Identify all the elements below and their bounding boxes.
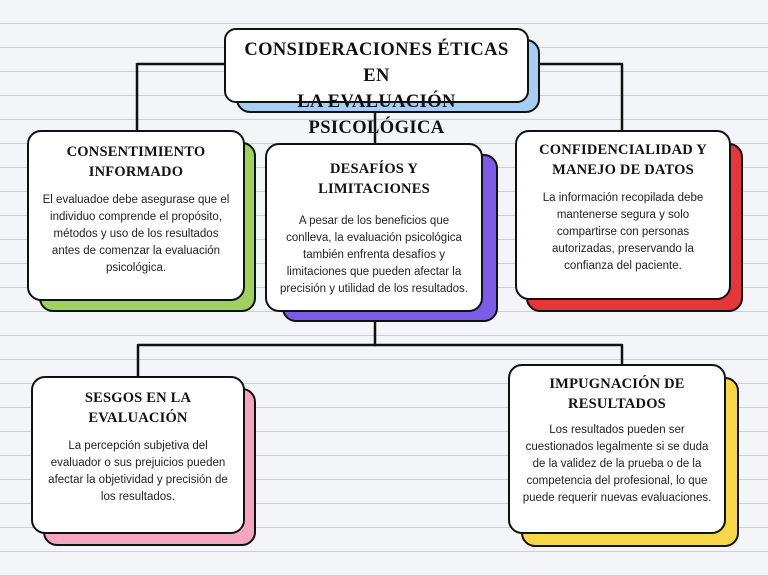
card-consentimiento-body: El evaluadoe debe asegurase que el indiv… — [42, 194, 230, 274]
card-sesgos-title: SESGOS EN LA EVALUACIÓN — [45, 388, 231, 428]
card-impugnacion-title: IMPUGNACIÓN DE RESULTADOS — [520, 374, 714, 414]
card-desafios-body: A pesar de los beneficios que conlleva, … — [280, 215, 468, 295]
connector-top-right — [526, 62, 624, 134]
card-confidencialidad-body: La información recopilada debe manteners… — [542, 192, 704, 272]
main-title-face: CONSIDERACIONES ÉTICAS EN LA EVALUACIÓN … — [224, 28, 529, 138]
card-consentimiento-face: CONSENTIMIENTO INFORMADO El evaluadoe de… — [27, 130, 245, 301]
card-consentimiento-title-line2: INFORMADO — [88, 164, 184, 180]
main-title-line2: LA EVALUACIÓN PSICOLÓGICA — [297, 92, 456, 138]
card-impugnacion-title-line2: RESULTADOS — [568, 396, 666, 412]
card-desafios-face: DESAFÍOS Y LIMITACIONES A pesar de los b… — [265, 143, 483, 312]
card-consentimiento-title-line1: CONSENTIMIENTO — [66, 144, 206, 160]
card-confidencialidad-title-line1: CONFIDENCIALIDAD Y — [539, 142, 707, 158]
card-sesgos-title-line1: SESGOS EN LA — [84, 390, 192, 406]
card-sesgos-body: La percepción subjetiva del evaluador o … — [48, 440, 228, 503]
card-impugnacion-title-line1: IMPUGNACIÓN DE — [549, 376, 685, 392]
card-desafios-title: DESAFÍOS Y LIMITACIONES — [318, 161, 430, 197]
card-confidencialidad-face: CONFIDENCIALIDAD Y MANEJO DE DATOS La in… — [515, 130, 731, 300]
card-impugnacion-face: IMPUGNACIÓN DE RESULTADOS Los resultados… — [508, 364, 726, 534]
card-confidencialidad-title-line2: MANEJO DE DATOS — [552, 162, 694, 178]
card-sesgos-face: SESGOS EN LA EVALUACIÓN La percepción su… — [31, 376, 245, 534]
card-sesgos-title-line2: EVALUACIÓN — [88, 410, 188, 426]
card-impugnacion-body: Los resultados pueden ser cuestionados l… — [522, 424, 712, 504]
connector-bottom-left — [136, 343, 624, 380]
main-title-line1: CONSIDERACIONES ÉTICAS EN — [244, 40, 509, 86]
connector-top-left — [135, 62, 228, 134]
card-confidencialidad-title: CONFIDENCIALIDAD Y MANEJO DE DATOS — [529, 140, 717, 180]
card-consentimiento-title: CONSENTIMIENTO INFORMADO — [41, 142, 231, 182]
